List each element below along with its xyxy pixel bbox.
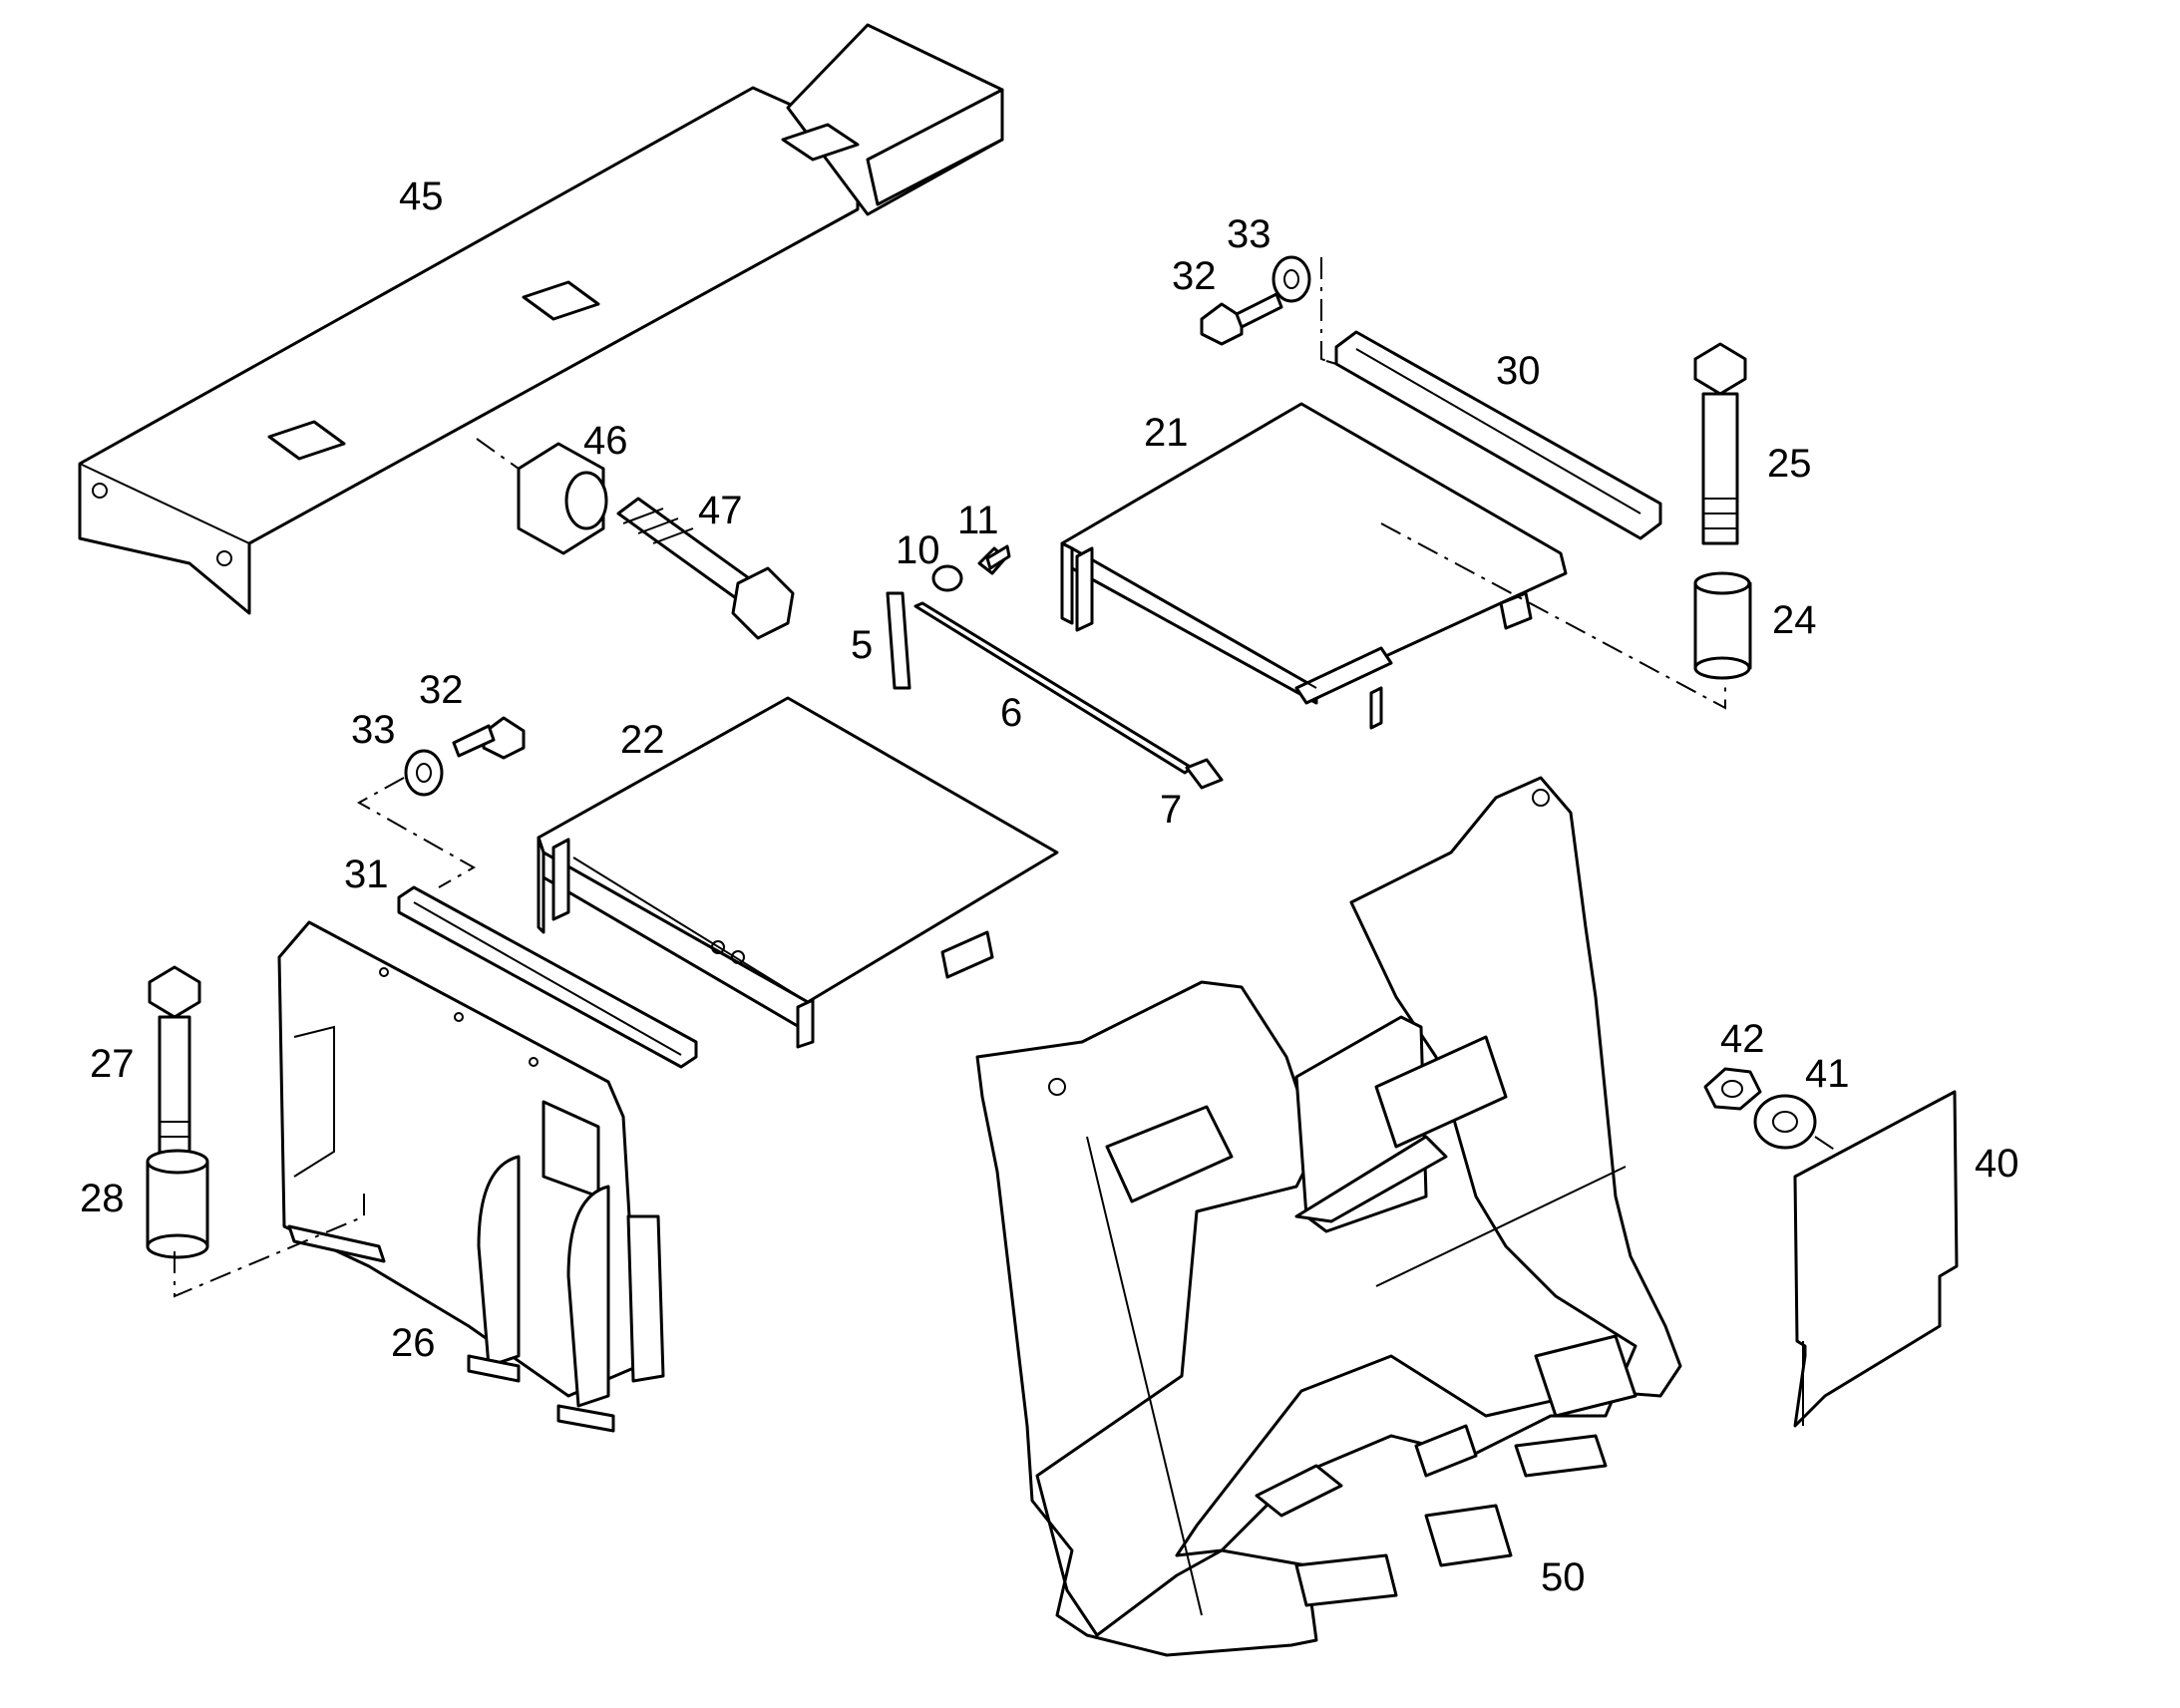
callout-50: 50: [1541, 1555, 1586, 1599]
callout-24: 24: [1772, 598, 1817, 642]
part-21-tray: [1060, 402, 1568, 730]
part-26-side-panel: [277, 920, 665, 1433]
callout-46: 46: [583, 419, 628, 463]
part-32-33-lower: [356, 716, 526, 888]
part-11-screw: [977, 544, 1011, 575]
callout-32-upper: 32: [1172, 254, 1217, 298]
part-50-frame: [975, 776, 1682, 1657]
callout-42: 42: [1720, 1017, 1765, 1061]
part-45-cover: [78, 23, 1004, 615]
callout-21: 21: [1144, 411, 1189, 455]
callout-33-upper: 33: [1227, 212, 1272, 256]
part-40-plate: [1793, 1090, 1959, 1428]
part-30-angle-bar: [1325, 330, 1662, 540]
part-10-washer: [931, 564, 963, 592]
callout-40: 40: [1975, 1142, 2019, 1186]
part-42-nut: [1703, 1067, 1762, 1111]
callout-6: 6: [1000, 691, 1022, 735]
part-47-bolt: [616, 497, 795, 640]
callout-27: 27: [90, 1042, 135, 1086]
callout-31: 31: [344, 853, 389, 896]
callout-28: 28: [80, 1177, 125, 1220]
part-6-rod: [913, 601, 1194, 775]
part-24-sleeve: [1693, 571, 1752, 680]
part-25-bolt: [1693, 342, 1747, 545]
part-21-leader: [1380, 522, 1726, 710]
callout-11: 11: [957, 499, 999, 542]
callout-47: 47: [698, 489, 743, 532]
callout-33-lower: 33: [351, 708, 396, 752]
part-28-sleeve: [146, 1149, 209, 1259]
part-7-clip: [1185, 758, 1224, 790]
callout-7: 7: [1160, 788, 1182, 832]
callout-45: 45: [399, 174, 444, 218]
part-41-washer: [1753, 1094, 1846, 1158]
callout-32-lower: 32: [419, 668, 464, 712]
part-26-leader: [174, 1187, 365, 1298]
part-27-bolt: [148, 965, 201, 1169]
part-5-strip: [886, 591, 911, 690]
callout-5: 5: [851, 623, 873, 667]
part-46-spacer: [476, 438, 608, 555]
callout-30: 30: [1496, 349, 1541, 393]
callout-41: 41: [1805, 1052, 1850, 1096]
callout-22: 22: [620, 718, 665, 762]
part-22-tray: [537, 696, 1059, 1049]
callout-10: 10: [896, 528, 940, 572]
callout-25: 25: [1767, 442, 1812, 486]
part-32-33-upper: [1200, 255, 1327, 362]
callout-26: 26: [391, 1321, 436, 1365]
part-31-angle-bar: [397, 885, 698, 1069]
